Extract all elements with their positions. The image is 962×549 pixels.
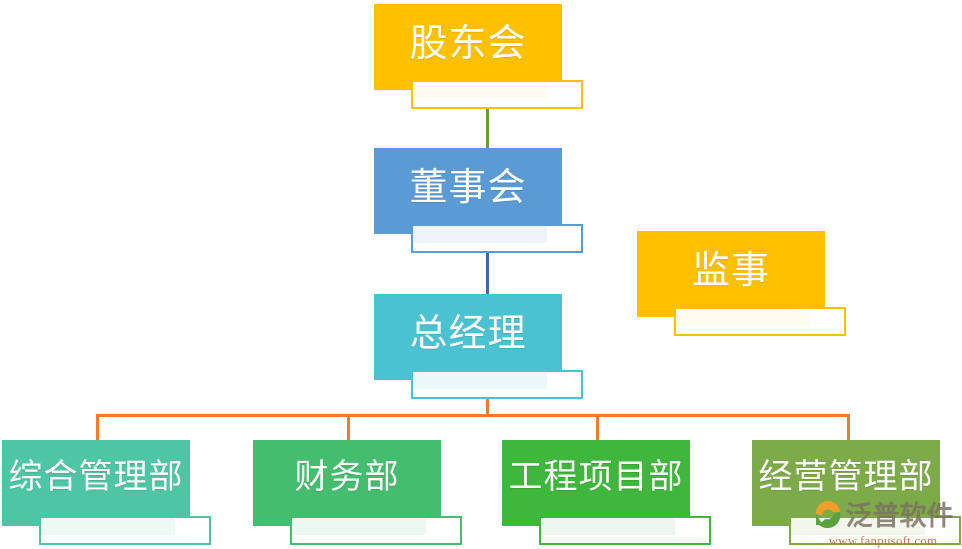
org-node-caption-text-shareholders — [413, 82, 581, 92]
conn-bus-horizontal — [96, 414, 850, 417]
org-node-caption-fill-general-manager — [413, 372, 548, 389]
org-node-caption-fill-supervisor — [676, 309, 811, 326]
org-node-caption-fill-shareholders — [413, 82, 548, 99]
conn-bus-dept-finance — [347, 414, 350, 441]
conn-gm-bus-stem — [486, 396, 489, 416]
org-node-caption-text-dept-engineering-project — [541, 518, 709, 528]
org-node-caption-supervisor[interactable] — [674, 307, 846, 336]
org-node-caption-general-manager[interactable] — [411, 370, 583, 399]
org-node-caption-text-dept-finance — [292, 518, 460, 528]
org-node-caption-dept-business-admin[interactable] — [789, 516, 961, 545]
org-node-label-dept-business-admin: 经营管理部 — [758, 457, 934, 497]
org-node-shareholders[interactable]: 股东会 — [374, 4, 583, 109]
org-node-block-board[interactable]: 董事会 — [374, 148, 562, 234]
org-node-block-dept-business-admin[interactable]: 经营管理部 — [752, 440, 940, 526]
org-node-label-dept-engineering-project: 工程项目部 — [508, 457, 684, 497]
org-node-caption-board[interactable] — [411, 224, 583, 253]
org-node-board[interactable]: 董事会 — [374, 148, 583, 253]
org-node-caption-dept-finance[interactable] — [290, 516, 462, 545]
org-node-caption-text-supervisor — [676, 309, 844, 319]
org-node-caption-fill-dept-engineering-project — [541, 518, 676, 535]
org-node-dept-business-admin[interactable]: 经营管理部 — [752, 440, 961, 545]
org-node-block-general-manager[interactable]: 总经理 — [374, 294, 562, 380]
org-node-caption-dept-general-admin[interactable] — [39, 516, 211, 545]
org-node-block-dept-engineering-project[interactable]: 工程项目部 — [502, 440, 690, 526]
conn-board-gm — [486, 250, 489, 296]
org-node-label-shareholders: 股东会 — [409, 21, 527, 65]
conn-shareholders-board — [486, 104, 489, 150]
org-node-dept-finance[interactable]: 财务部 — [253, 440, 462, 545]
org-node-label-board: 董事会 — [409, 165, 527, 209]
org-node-caption-fill-dept-finance — [292, 518, 427, 535]
conn-bus-dept-business-admin — [847, 414, 850, 441]
org-node-caption-text-dept-business-admin — [791, 518, 959, 528]
conn-bus-dept-general-admin — [96, 414, 99, 441]
org-node-caption-fill-dept-general-admin — [41, 518, 176, 535]
org-node-caption-text-general-manager — [413, 372, 581, 382]
org-node-dept-engineering-project[interactable]: 工程项目部 — [502, 440, 711, 545]
org-node-block-supervisor[interactable]: 监事 — [637, 231, 825, 317]
org-node-label-dept-finance: 财务部 — [294, 457, 400, 497]
org-node-block-dept-finance[interactable]: 财务部 — [253, 440, 441, 526]
org-node-caption-dept-engineering-project[interactable] — [539, 516, 711, 545]
conn-bus-dept-engineering-project — [596, 414, 599, 441]
org-node-label-general-manager: 总经理 — [409, 311, 527, 355]
org-node-dept-general-admin[interactable]: 综合管理部 — [2, 440, 211, 545]
org-node-block-dept-general-admin[interactable]: 综合管理部 — [2, 440, 190, 526]
org-node-general-manager[interactable]: 总经理 — [374, 294, 583, 399]
org-node-block-shareholders[interactable]: 股东会 — [374, 4, 562, 90]
org-node-label-dept-general-admin: 综合管理部 — [8, 457, 184, 497]
org-node-caption-fill-board — [413, 226, 548, 243]
org-node-caption-text-dept-general-admin — [41, 518, 209, 528]
org-node-label-supervisor: 监事 — [691, 248, 770, 292]
org-node-caption-text-board — [413, 226, 581, 236]
org-node-caption-shareholders[interactable] — [411, 80, 583, 109]
org-node-supervisor[interactable]: 监事 — [637, 231, 846, 336]
